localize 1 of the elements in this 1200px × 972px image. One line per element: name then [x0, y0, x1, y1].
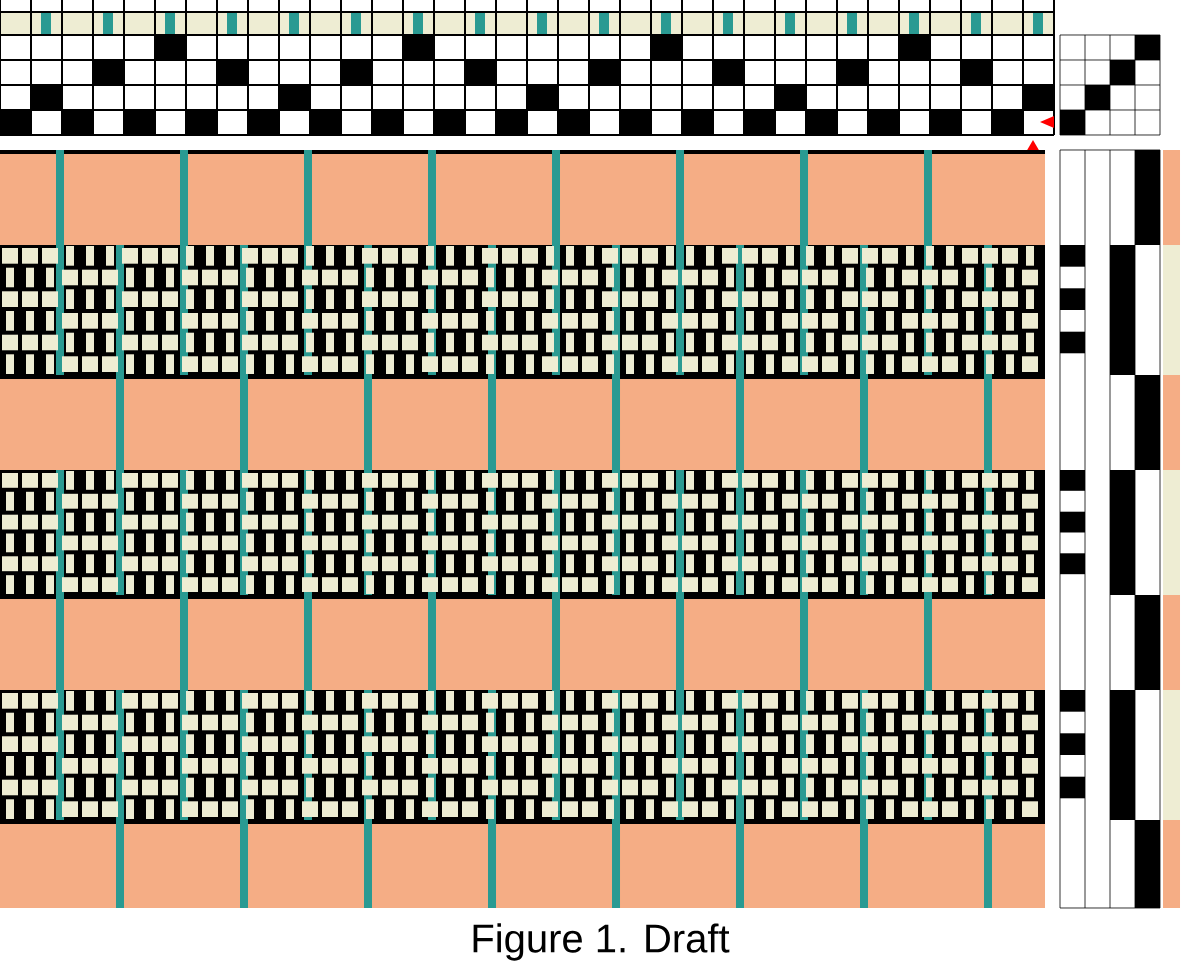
caption: Figure 1. Draft — [473, 923, 730, 961]
